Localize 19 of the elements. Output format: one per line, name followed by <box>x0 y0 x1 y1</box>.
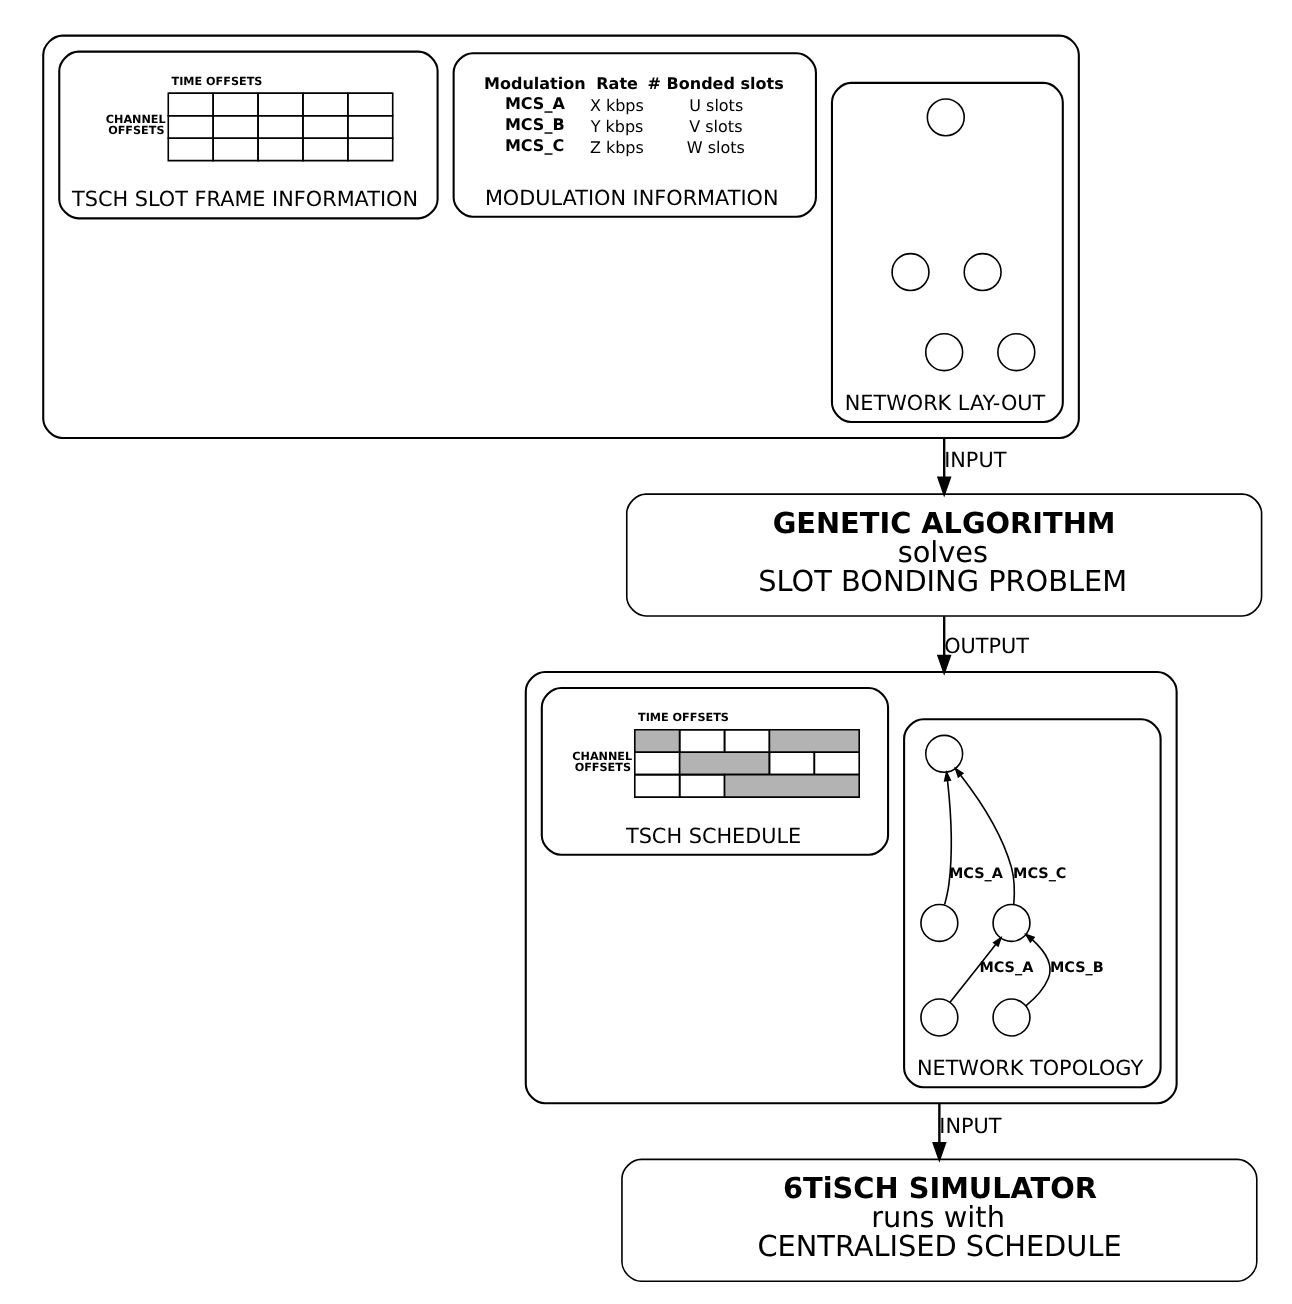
label: Rate <box>596 74 638 93</box>
edge-label: MCS_A <box>948 863 1003 882</box>
label: MCS_B <box>504 116 565 135</box>
edge-label: MCS_A <box>979 958 1034 977</box>
edge-label: INPUT <box>939 1114 1002 1139</box>
label: MCS_C <box>504 137 565 156</box>
label: W slots <box>686 138 745 157</box>
label: Modulation <box>484 74 586 93</box>
edge-label: INPUT <box>944 449 1007 474</box>
edge-label: MCS_C <box>1013 863 1067 882</box>
label: # Bonded slots <box>647 74 784 93</box>
edge-label: OUTPUT <box>944 635 1030 660</box>
label: MCS_A <box>504 95 565 114</box>
label: Z kbps <box>589 138 644 157</box>
label: V slots <box>689 117 743 136</box>
label: X kbps <box>589 96 644 115</box>
edge-label: MCS_B <box>1049 958 1104 977</box>
label: Y kbps <box>590 117 644 136</box>
label: U slots <box>689 96 744 115</box>
